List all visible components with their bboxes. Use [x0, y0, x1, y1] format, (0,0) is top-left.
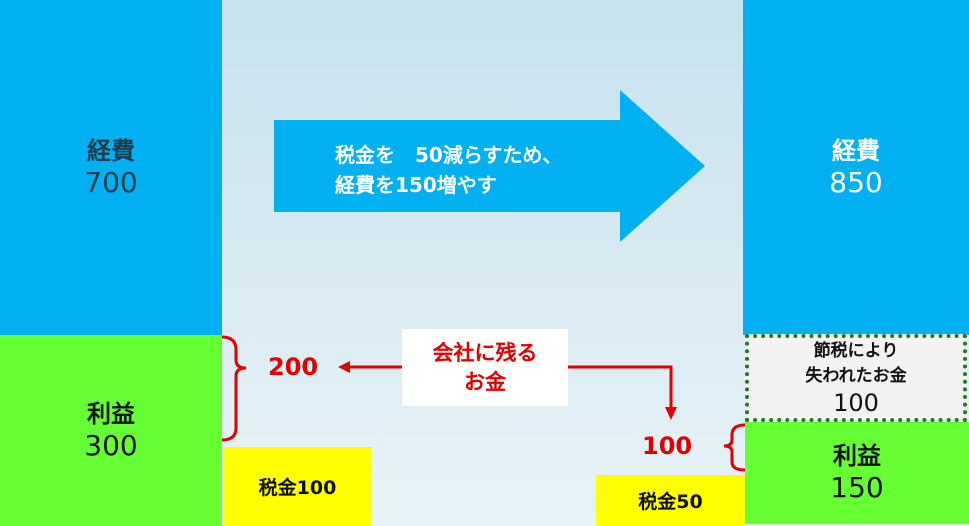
before-expense-label: 経費 — [87, 136, 135, 165]
lost-money-block: 節税により 失われたお金 100 — [745, 334, 967, 422]
arrowhead-left-icon — [338, 361, 350, 373]
left-brace-icon — [221, 335, 247, 442]
before-expense-value: 700 — [84, 165, 138, 199]
before-profit-block: 利益 300 — [0, 335, 222, 526]
lost-line2: 失われたお金 — [805, 366, 907, 386]
remaining-money-note: 会社に残る お金 — [402, 329, 568, 406]
arrowhead-down-icon — [665, 407, 677, 420]
before-tax-label: 税金100 — [258, 477, 337, 499]
before-profit-value: 300 — [84, 428, 138, 462]
lost-line1: 節税により — [813, 341, 899, 361]
after-expense-value: 850 — [829, 165, 883, 199]
after-profit-block: 利益 150 — [745, 422, 969, 524]
before-remaining-value: 200 — [268, 353, 319, 381]
before-tax-block: 税金100 — [224, 447, 371, 526]
arrow-line2: 経費を150増やす — [335, 173, 497, 197]
after-expense-label: 経費 — [832, 136, 880, 165]
right-arrow-icon — [274, 90, 705, 242]
right-brace-icon — [723, 423, 746, 472]
after-remaining-value: 100 — [642, 432, 693, 460]
arrow-line1: 税金を 50減らすため、 — [335, 143, 563, 167]
before-profit-label: 利益 — [87, 399, 135, 428]
after-tax-block: 税金50 — [596, 475, 745, 526]
note-line2: お金 — [464, 369, 506, 394]
before-expense-block: 経費 700 — [0, 0, 222, 335]
after-profit-label: 利益 — [833, 442, 881, 470]
arrow-to-100 — [568, 365, 673, 408]
after-profit-value: 150 — [830, 471, 884, 504]
lost-value: 100 — [833, 389, 879, 417]
note-line1: 会社に残る — [432, 340, 538, 365]
after-tax-label: 税金50 — [638, 491, 703, 513]
arrow-text: 税金を 50減らすため、 経費を150増やす — [335, 140, 562, 200]
after-expense-block: 経費 850 — [743, 0, 969, 335]
